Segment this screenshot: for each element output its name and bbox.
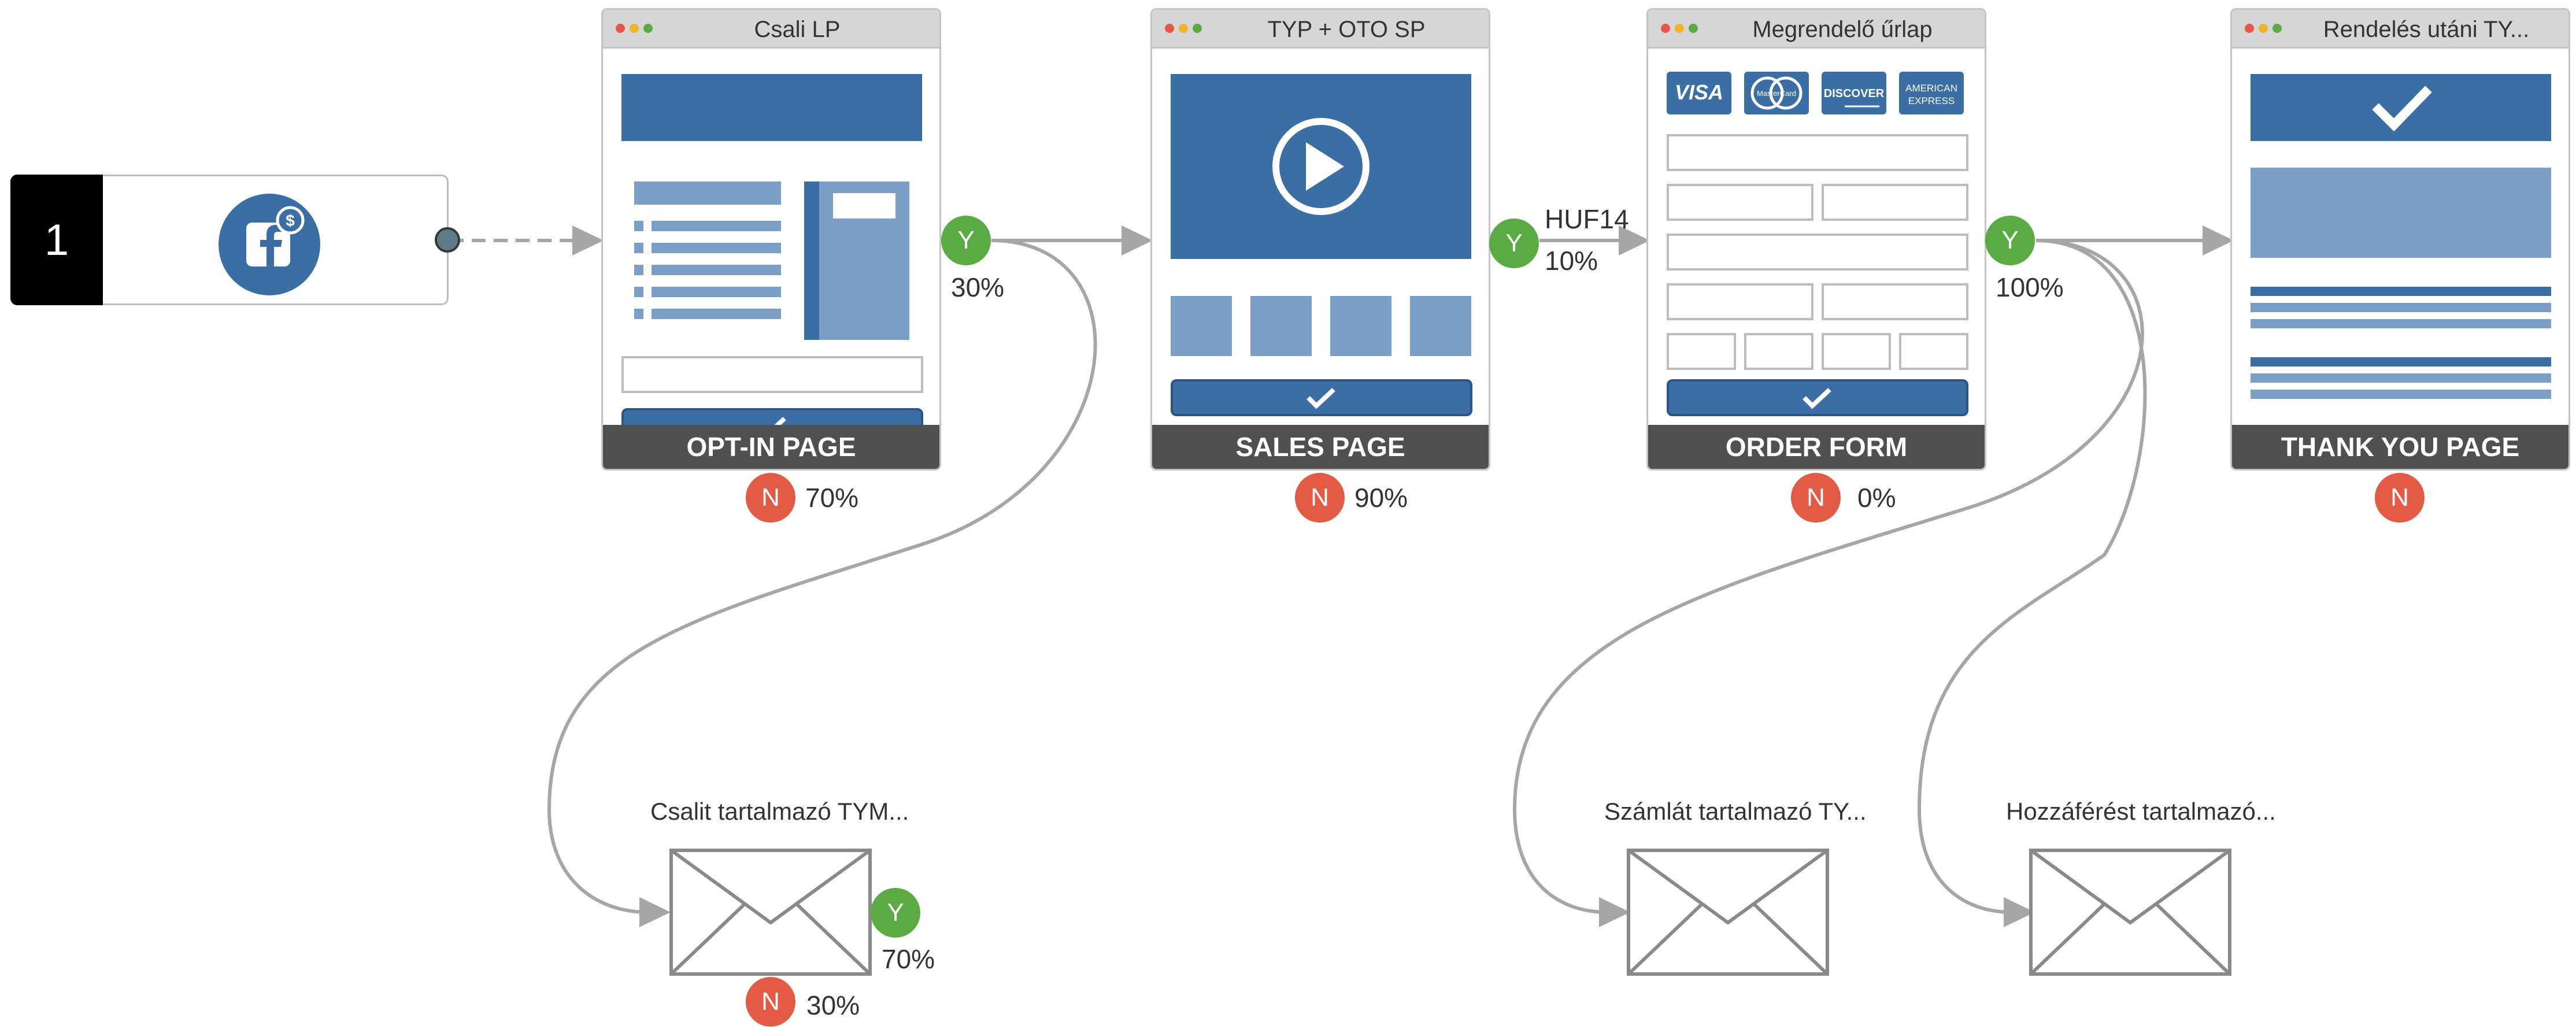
yes-badge[interactable]: Y [1489, 219, 1539, 268]
sales-page-card[interactable]: TYP + OTO SP SALES PAGE [1150, 8, 1490, 471]
email-label: Csalit tartalmazó TYM... [650, 798, 909, 825]
email-envelope-icon[interactable] [669, 849, 872, 976]
arrow-head [1599, 897, 1630, 927]
thank-you-page-card[interactable]: Rendelés utáni TY... THANK YOU PAGE [2230, 8, 2570, 471]
window-controls [616, 24, 657, 36]
email-label: Hozzáférést tartalmazó... [2006, 798, 2276, 825]
window-controls [2245, 24, 2286, 36]
no-badge[interactable]: N [1295, 473, 1345, 523]
no-badge[interactable]: N [1791, 473, 1841, 523]
window-controls [1165, 24, 1206, 36]
wire-optin-email1 [547, 239, 1097, 914]
no-badge[interactable]: N [2375, 473, 2425, 523]
window-controls [1661, 24, 1702, 36]
wire-order-email2 [1512, 239, 2144, 914]
page-type-label: SALES PAGE [1152, 425, 1489, 469]
optin-page-card[interactable]: Csali LP OPT-IN PAGE [601, 8, 941, 471]
page-title: Megrendelő űrlap [1752, 17, 1933, 42]
window-titlebar: Megrendelő űrlap [1648, 10, 1985, 49]
page-type-label: ORDER FORM [1648, 425, 1985, 469]
yes-badge[interactable]: Y [1985, 216, 2035, 265]
optin-yes-percent: 30% [951, 272, 1005, 302]
traffic-source-node[interactable]: 1 $ [10, 175, 460, 305]
arrow-head [572, 225, 604, 256]
thank-you-page-wireframe [2232, 49, 2568, 430]
yes-badge[interactable]: Y [941, 216, 991, 265]
sales-price: HUF14 [1545, 204, 1629, 234]
output-port[interactable] [435, 227, 460, 253]
svg-text:MasterCard: MasterCard [1757, 89, 1796, 98]
page-title: TYP + OTO SP [1267, 17, 1426, 42]
optin-no-percent: 70% [805, 483, 859, 513]
amex-logo-icon: AMERICAN EXPRESS [1899, 72, 1964, 114]
arrow-head [2004, 897, 2035, 927]
email-label: Számlát tartalmazó TY... [1604, 798, 1867, 825]
email-envelope-icon[interactable] [2029, 849, 2231, 976]
window-titlebar: TYP + OTO SP [1152, 10, 1489, 49]
arrow-head [2203, 225, 2234, 256]
no-badge[interactable]: N [746, 473, 795, 523]
discover-logo-icon: DISCOVER [1822, 72, 1886, 114]
email-envelope-icon[interactable] [1627, 849, 1829, 976]
visa-logo-icon: VISA [1667, 72, 1731, 114]
email1-no-percent: 30% [806, 990, 860, 1020]
window-titlebar: Rendelés utáni TY... [2232, 10, 2568, 49]
order-no-percent: 0% [1857, 483, 1896, 513]
order-yes-percent: 100% [1996, 272, 2064, 302]
svg-text:EXPRESS: EXPRESS [1908, 95, 1955, 106]
order-form-wireframe: VISA MasterCard DISCOVER AMERICAN EXPRES… [1648, 49, 1985, 430]
svg-text:AMERICAN: AMERICAN [1905, 83, 1957, 94]
sales-page-wireframe [1152, 49, 1489, 430]
page-title: Rendelés utáni TY... [2323, 17, 2530, 42]
svg-text:VISA: VISA [1675, 80, 1723, 104]
order-form-card[interactable]: Megrendelő űrlap VISA MasterCard DISCOVE… [1646, 8, 1986, 471]
wire-order-email3 [1917, 239, 2147, 914]
arrow-head [1619, 225, 1650, 256]
email1-yes-percent: 70% [882, 944, 935, 974]
no-badge[interactable]: N [746, 977, 795, 1027]
page-title: Csali LP [754, 17, 841, 42]
svg-text:DISCOVER: DISCOVER [1824, 87, 1885, 100]
page-type-label: OPT-IN PAGE [603, 425, 939, 469]
arrow-head [1122, 225, 1153, 256]
facebook-ads-icon: $ [219, 194, 320, 295]
sales-no-percent: 90% [1354, 483, 1408, 513]
page-type-label: THANK YOU PAGE [2232, 425, 2568, 469]
step-number: 1 [10, 175, 103, 305]
arrow-head [639, 897, 671, 927]
sales-yes-percent: 10% [1545, 246, 1598, 276]
mastercard-logo-icon: MasterCard [1744, 72, 1809, 114]
yes-badge[interactable]: Y [871, 888, 920, 938]
optin-page-wireframe [603, 49, 939, 445]
window-titlebar: Csali LP [603, 10, 939, 49]
svg-text:$: $ [286, 212, 295, 229]
